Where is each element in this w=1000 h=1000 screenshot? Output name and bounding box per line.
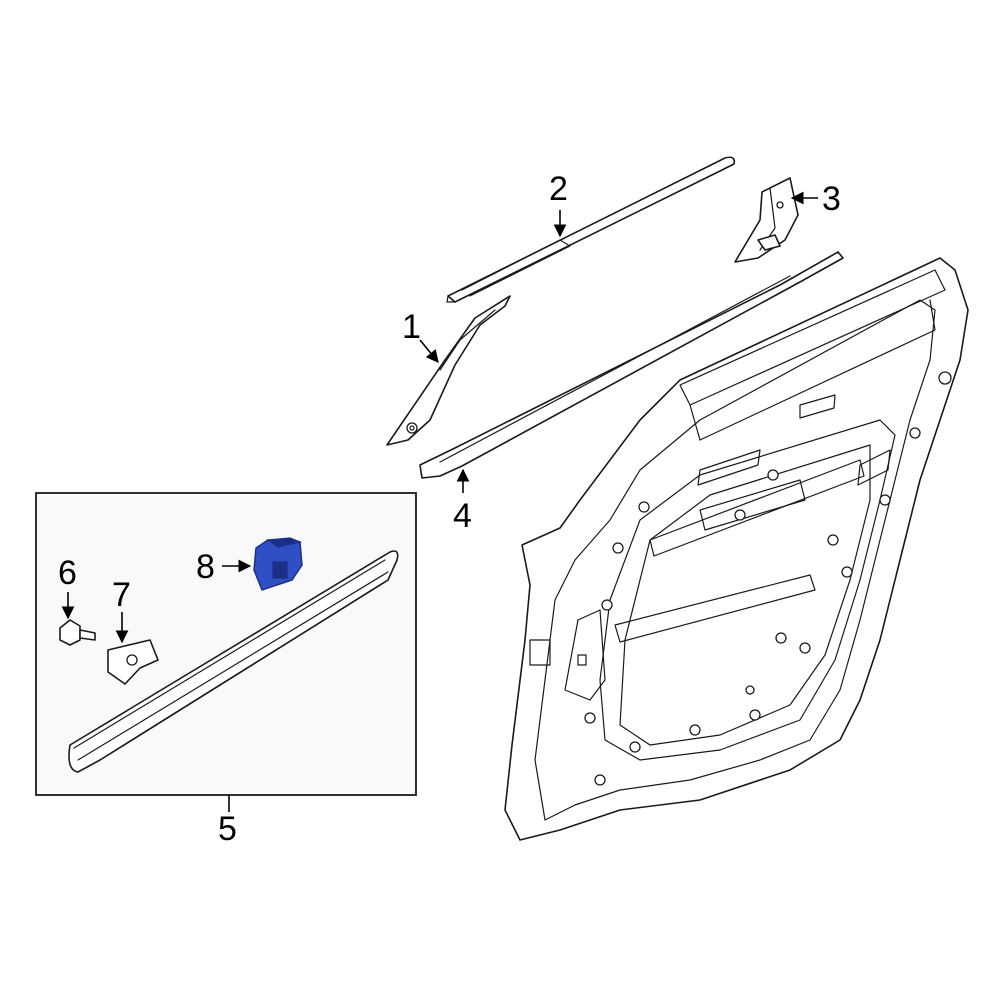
part-3-bracket <box>734 177 799 263</box>
part-7-clip-nut <box>107 639 159 685</box>
part-2-channel-strip <box>446 156 736 303</box>
part-5-side-moulding <box>68 550 399 773</box>
callout-5: 5 <box>218 810 237 848</box>
leader-lines <box>61 191 818 812</box>
callout-7: 7 <box>112 576 131 614</box>
part-4-belt-moulding <box>419 251 844 479</box>
callout-1: 1 <box>402 308 421 346</box>
part-1-front-garnish <box>386 295 511 446</box>
part-6-bolt <box>59 619 96 646</box>
callout-3: 3 <box>822 180 841 218</box>
callout-4: 4 <box>453 497 472 535</box>
callout-8: 8 <box>196 548 215 586</box>
callout-2: 2 <box>549 170 568 208</box>
rear-door-shell <box>504 257 969 841</box>
part-8-clip <box>253 537 303 591</box>
callout-6: 6 <box>58 554 77 592</box>
